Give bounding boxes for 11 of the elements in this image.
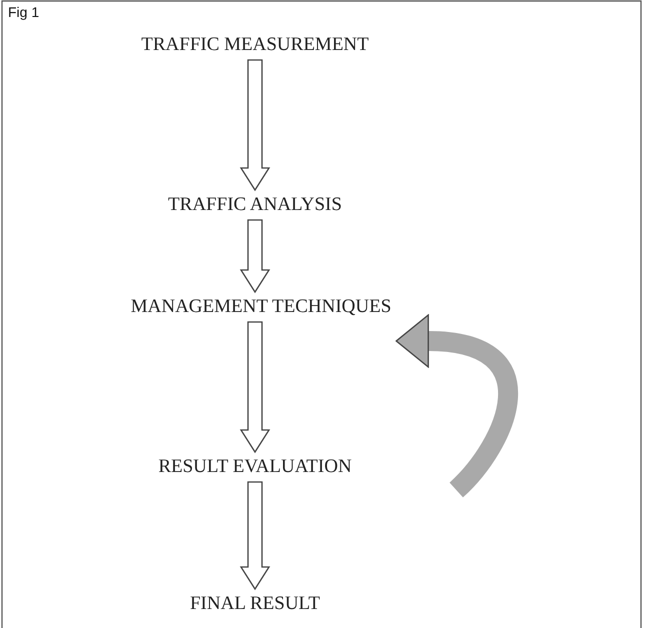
hollow-arrow <box>240 321 270 454</box>
step-label: TRAFFIC MEASUREMENT <box>138 32 372 58</box>
figure-title: Fig 1 <box>8 4 40 20</box>
step-label: RESULT EVALUATION <box>155 454 355 480</box>
step-label: TRAFFIC ANALYSIS <box>165 192 345 218</box>
hollow-arrow <box>240 481 270 590</box>
step-label: MANAGEMENT TECHNIQUES <box>128 294 394 320</box>
hollow-arrow <box>240 59 270 192</box>
hollow-arrow <box>240 219 270 294</box>
curved-arrow <box>396 314 518 498</box>
step-label: FINAL RESULT <box>186 591 324 617</box>
